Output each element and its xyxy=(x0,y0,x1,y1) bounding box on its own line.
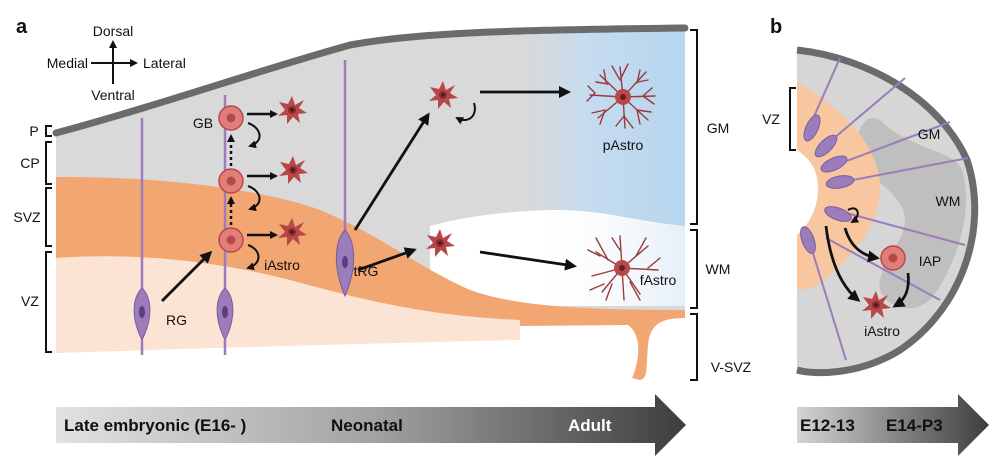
timeline-a-adult: Adult xyxy=(568,416,612,435)
vz-peach-band xyxy=(56,256,520,353)
timeline-bar-a xyxy=(56,394,686,456)
zone-label-gm: GM xyxy=(707,120,730,136)
cell-label-fastro: fAstro xyxy=(640,272,677,288)
cell-label-gb: GB xyxy=(193,115,213,131)
pial-surface xyxy=(52,24,689,137)
panel-b-label-gm: GM xyxy=(918,126,941,142)
zone-label-vz: VZ xyxy=(21,293,39,309)
panel-label-a: a xyxy=(16,16,28,38)
cell-label-trg: tRG xyxy=(354,263,379,279)
trg-cell xyxy=(335,229,355,298)
self-renewal-arrows xyxy=(246,102,476,271)
panel-label-b: b xyxy=(770,16,782,38)
zone-label-vsvz: V-SVZ xyxy=(711,359,752,375)
panel-b-outline xyxy=(796,46,979,377)
pastro-cell xyxy=(586,63,656,129)
timeline-bar-b xyxy=(797,394,989,456)
cell-label-iastro: iAstro xyxy=(264,257,300,273)
orientation-compass xyxy=(91,40,138,84)
left-zone-brackets xyxy=(45,125,52,353)
timeline-b-e12-13: E12-13 xyxy=(800,416,855,435)
zone-label-cp: CP xyxy=(20,155,39,171)
rg-cell-1 xyxy=(133,287,151,355)
cell-label-rg: RG xyxy=(166,312,187,328)
panel-b-label-vz: VZ xyxy=(762,111,780,127)
right-zone-brackets xyxy=(690,29,698,381)
fastro-cell xyxy=(587,235,661,301)
gb-to-astro-arrows xyxy=(247,110,278,239)
label-ventral: Ventral xyxy=(91,87,135,103)
panel-b-section xyxy=(789,46,979,377)
cell-label-pastro: pAstro xyxy=(603,137,644,153)
label-lateral: Lateral xyxy=(143,55,186,71)
zone-label-p: P xyxy=(29,123,38,139)
gm-blue-region xyxy=(500,28,685,226)
label-dorsal: Dorsal xyxy=(93,23,133,39)
timeline-a-late-embryonic: Late embryonic (E16- ) xyxy=(64,416,246,435)
zone-label-svz: SVZ xyxy=(13,209,41,225)
wm-blue-fade xyxy=(520,210,685,306)
panel-b-wm-zone xyxy=(857,118,967,309)
panel-b-label-wm: WM xyxy=(936,193,961,209)
timeline-a-neonatal: Neonatal xyxy=(331,416,403,435)
timeline-b-e14-p3: E14-P3 xyxy=(886,416,943,435)
panel-a-tissue xyxy=(52,24,689,380)
label-medial: Medial xyxy=(47,55,88,71)
rg-cell-2 xyxy=(216,287,234,355)
panel-b-label-iastro: iAstro xyxy=(864,323,900,339)
zone-label-wm: WM xyxy=(706,261,731,277)
lineage-arrows xyxy=(161,86,577,302)
panel-b-label-iap: IAP xyxy=(919,253,942,269)
